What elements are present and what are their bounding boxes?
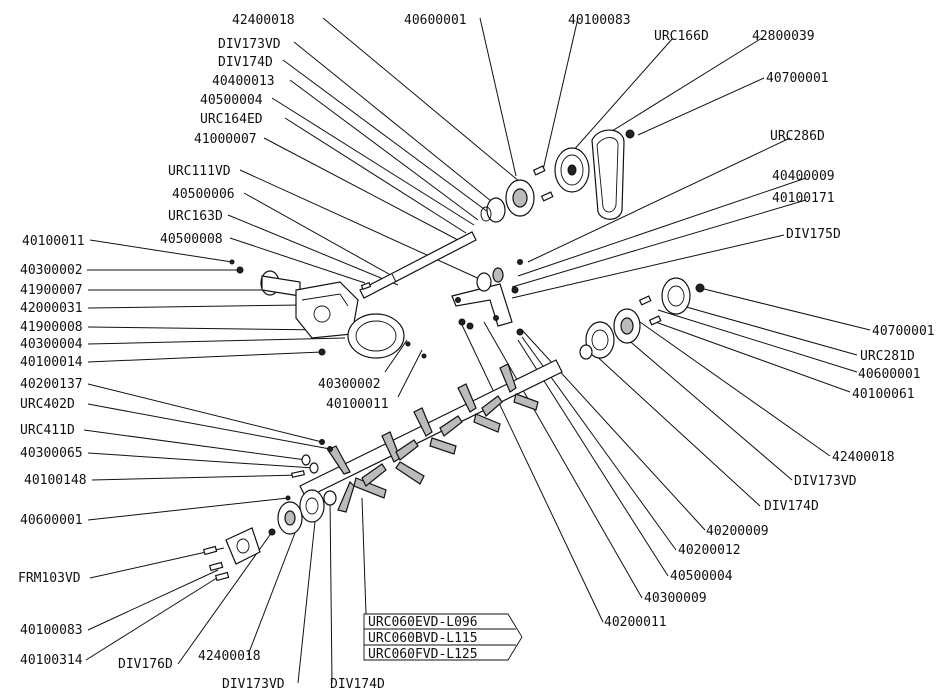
label-40700001-right: 40700001	[872, 324, 935, 339]
label-40300004: 40300004	[20, 337, 83, 352]
label-urc060bvd: URC060BVD-L115	[368, 631, 478, 646]
label-40100014: 40100014	[20, 355, 83, 370]
label-div174d-bot: DIV174D	[330, 677, 385, 692]
label-40100083-top: 40100083	[568, 13, 631, 28]
label-40100148: 40100148	[24, 473, 87, 488]
label-40100061: 40100061	[852, 387, 915, 402]
label-40100314: 40100314	[20, 653, 83, 668]
drive-shaft	[359, 231, 477, 299]
label-urc286d: URC286D	[770, 129, 825, 144]
gearbox-assembly	[229, 259, 427, 359]
v-belt	[591, 129, 625, 220]
label-40600001-right: 40600001	[858, 367, 921, 382]
label-frm103vd: FRM103VD	[18, 571, 81, 586]
label-40500004-bot: 40500004	[670, 569, 733, 584]
label-41900007: 41900007	[20, 283, 83, 298]
label-40300065: 40300065	[20, 446, 83, 461]
label-42400018-right: 42400018	[832, 450, 895, 465]
label-41900008: 41900008	[20, 320, 83, 335]
rotor-shaft-assembly	[202, 277, 705, 582]
label-40600001-left: 40600001	[20, 513, 83, 528]
tine-cluster-4	[439, 383, 501, 437]
label-urc166d: URC166D	[654, 29, 709, 44]
label-div174d-right: DIV174D	[764, 499, 819, 514]
label-40500008: 40500008	[160, 232, 223, 247]
part-labels: 42400018 40600001 40100083 URC166D 42800…	[18, 13, 935, 692]
label-40100171: 40100171	[772, 191, 835, 206]
upper-drive-assembly	[359, 129, 635, 336]
leader-lines	[83, 17, 871, 684]
label-urc111vd: URC111VD	[168, 164, 231, 179]
tine-cluster-2	[361, 431, 425, 487]
label-40500006: 40500006	[172, 187, 235, 202]
label-urc281d: URC281D	[860, 349, 915, 364]
label-div175d: DIV175D	[786, 227, 841, 242]
label-40200012: 40200012	[678, 543, 741, 558]
label-40400009: 40400009	[772, 169, 835, 184]
label-40700001-top: 40700001	[766, 71, 829, 86]
label-40200137: 40200137	[20, 377, 83, 392]
tine-cluster-3	[395, 407, 457, 461]
label-40100011-mid: 40100011	[326, 397, 389, 412]
label-40200011: 40200011	[604, 615, 667, 630]
label-urc411d: URC411D	[20, 423, 75, 438]
label-40400013: 40400013	[212, 74, 275, 89]
label-42000031: 42000031	[20, 301, 83, 316]
label-div176d: DIV176D	[118, 657, 173, 672]
label-div174d-top: DIV174D	[218, 55, 273, 70]
label-div173vd-top: DIV173VD	[218, 37, 281, 52]
label-urc060fvd: URC060FVD-L125	[368, 647, 478, 662]
label-urc060evd: URC060EVD-L096	[368, 615, 478, 630]
side-frame-plate	[225, 527, 261, 565]
flange-right	[585, 321, 615, 359]
label-urc402d: URC402D	[20, 397, 75, 412]
label-div173vd-bot: DIV173VD	[222, 677, 285, 692]
label-41000007: 41000007	[194, 132, 257, 147]
label-40600001-top: 40600001	[404, 13, 467, 28]
label-40300002-left: 40300002	[20, 263, 83, 278]
label-42800039: 42800039	[752, 29, 815, 44]
label-42400018-bot: 42400018	[198, 649, 261, 664]
label-urc163d: URC163D	[168, 209, 223, 224]
tine-cluster-1	[327, 445, 387, 513]
label-40300009: 40300009	[644, 591, 707, 606]
pulley-right	[661, 277, 691, 315]
label-40500004-top: 40500004	[200, 93, 263, 108]
label-div173vd-right: DIV173VD	[794, 474, 857, 489]
label-42400018-top: 42400018	[232, 13, 295, 28]
rotor-callout-box	[363, 613, 523, 661]
label-40100011-left: 40100011	[22, 234, 85, 249]
tine-cluster-5	[481, 363, 539, 417]
flange-left	[299, 489, 325, 523]
label-urc164ed: URC164ED	[200, 112, 263, 127]
label-40200009: 40200009	[706, 524, 769, 539]
label-40300002-mid: 40300002	[318, 377, 381, 392]
label-40100083-left: 40100083	[20, 623, 83, 638]
